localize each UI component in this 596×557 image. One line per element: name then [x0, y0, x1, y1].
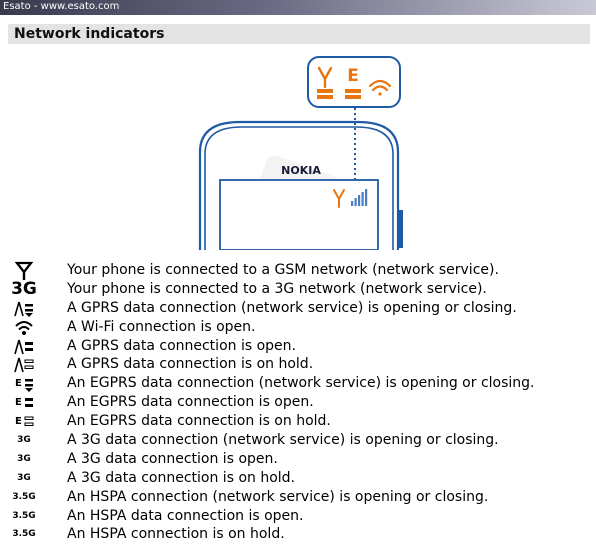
popup-data-icon-1	[317, 89, 333, 99]
list-item: E An EGPRS data connection is open.	[0, 393, 596, 412]
indicator-text: An EGPRS data connection (network servic…	[67, 375, 535, 392]
indicator-text: A 3G data connection (network service) i…	[67, 432, 499, 449]
screen-signal-bars-icon	[351, 189, 368, 206]
list-item: 3G A 3G data connection (network service…	[0, 431, 596, 450]
hspa-opening-icon: 3.5G	[12, 491, 36, 502]
phone-illustration: E NOKIA	[180, 52, 430, 251]
list-item: 3G A 3G data connection is open.	[0, 450, 596, 469]
indicator-text: An HSPA data connection is open.	[67, 507, 304, 524]
indicator-popup: E	[307, 56, 401, 108]
indicator-text: An HSPA connection (network service) is …	[67, 488, 489, 505]
3g-data-hold-icon: 3G	[17, 472, 31, 483]
popup-wifi-icon	[368, 79, 392, 96]
list-item: 3G A 3G data connection is on hold.	[0, 469, 596, 488]
list-item: A GPRS data connection is on hold.	[0, 355, 596, 374]
section-title: Network indicators	[14, 26, 165, 42]
indicator-text: Your phone is connected to a 3G network …	[67, 280, 487, 297]
popup-egprs-e-icon: E	[347, 66, 359, 86]
list-item: 3.5G An HSPA connection is on hold.	[0, 525, 596, 544]
site-header-bar: Esato - www.esato.com	[0, 0, 596, 15]
site-header-text: Esato - www.esato.com	[3, 1, 120, 12]
indicator-text: A GPRS data connection (network service)…	[67, 299, 517, 316]
3g-data-opening-icon: 3G	[17, 434, 31, 445]
egprs-opening-icon: E	[10, 374, 38, 393]
section-heading: Network indicators	[8, 24, 590, 44]
gprs-hold-icon	[10, 355, 38, 374]
svg-text:E: E	[15, 397, 22, 408]
list-item: 3G Your phone is connected to a 3G netwo…	[0, 280, 596, 299]
indicator-list: Your phone is connected to a GSM network…	[0, 261, 596, 544]
popup-antenna-icon	[317, 66, 333, 89]
indicator-text: An EGPRS data connection is open.	[67, 394, 314, 411]
indicator-text: Your phone is connected to a GSM network…	[67, 262, 499, 278]
indicator-text: A GPRS data connection is open.	[67, 337, 296, 354]
phone-brand: NOKIA	[281, 164, 321, 177]
3g-data-open-icon: 3G	[17, 453, 31, 464]
gprs-open-icon	[10, 337, 38, 356]
indicator-text: A GPRS data connection is on hold.	[67, 356, 314, 373]
popup-data-icon-2	[345, 89, 361, 99]
list-item: A GPRS data connection (network service)…	[0, 299, 596, 318]
screen-antenna-icon	[333, 189, 345, 208]
wifi-icon	[10, 318, 38, 337]
egprs-hold-icon: E	[10, 412, 38, 431]
list-item: 3.5G An HSPA data connection is open.	[0, 507, 596, 526]
hspa-open-icon: 3.5G	[12, 510, 36, 521]
gsm-antenna-icon	[10, 261, 38, 280]
list-item: A GPRS data connection is open.	[0, 337, 596, 356]
svg-text:E: E	[15, 416, 22, 427]
list-item: Your phone is connected to a GSM network…	[0, 261, 596, 280]
list-item: E An EGPRS data connection is on hold.	[0, 412, 596, 431]
indicator-text: A 3G data connection is open.	[67, 450, 278, 467]
list-item: E An EGPRS data connection (network serv…	[0, 374, 596, 393]
hspa-hold-icon: 3.5G	[12, 529, 36, 540]
phone-body: NOKIA	[198, 120, 403, 251]
3g-icon: 3G	[11, 279, 37, 300]
gprs-opening-icon	[10, 299, 38, 318]
list-item: A Wi-Fi connection is open.	[0, 318, 596, 337]
indicator-text: A 3G data connection is on hold.	[67, 469, 295, 486]
indicator-text: A Wi-Fi connection is open.	[67, 318, 256, 335]
list-item: 3.5G An HSPA connection (network service…	[0, 488, 596, 507]
egprs-open-icon: E	[10, 393, 38, 412]
svg-text:E: E	[15, 378, 22, 389]
indicator-text: An EGPRS data connection is on hold.	[67, 413, 331, 430]
indicator-text: An HSPA connection is on hold.	[67, 526, 285, 543]
